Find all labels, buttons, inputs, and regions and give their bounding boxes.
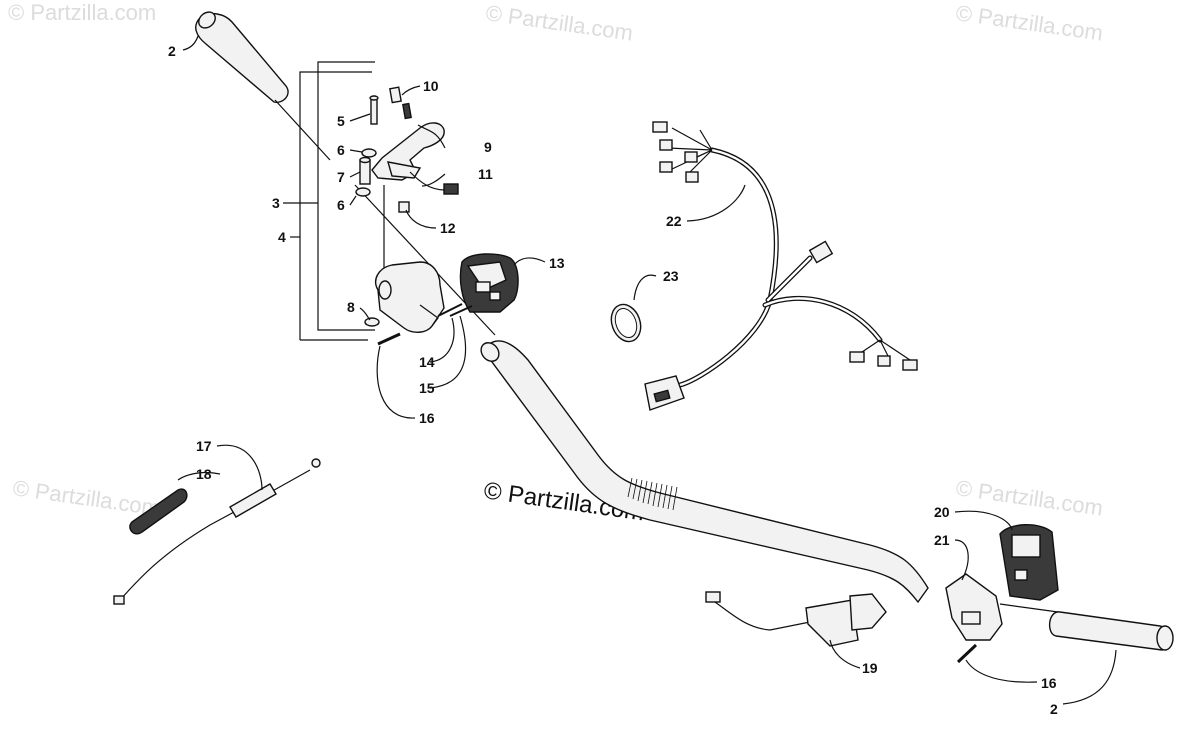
washer-upper xyxy=(361,148,377,158)
throttle-cable xyxy=(113,458,321,605)
retaining-ring xyxy=(610,303,642,343)
callout-6-upper: 6 xyxy=(337,142,345,158)
callout-6-lower: 6 xyxy=(337,197,345,213)
callout-4: 4 xyxy=(278,229,286,245)
callout-14: 14 xyxy=(419,354,435,370)
sensor-wire xyxy=(409,171,459,195)
callout-20: 20 xyxy=(934,504,950,520)
callout-16-left: 16 xyxy=(419,410,435,426)
throttle-housing xyxy=(374,261,445,333)
washer-lower xyxy=(355,187,371,197)
washer-8 xyxy=(364,317,380,327)
callout-19: 19 xyxy=(862,660,878,676)
right-assembly-axis xyxy=(999,603,1059,613)
callout-8: 8 xyxy=(347,299,355,315)
callout-17: 17 xyxy=(196,438,212,454)
throttle-lever xyxy=(371,122,445,181)
throttle-sensor xyxy=(389,86,412,120)
bushing-part xyxy=(359,156,371,185)
assembly-bracket xyxy=(283,61,375,341)
callout-12: 12 xyxy=(440,220,456,236)
callout-16-right: 16 xyxy=(1041,675,1057,691)
watermark-mid-right: © Partzilla.com xyxy=(954,475,1104,520)
callout-18: 18 xyxy=(196,466,212,482)
right-screw xyxy=(956,643,978,664)
wiring-harness xyxy=(644,121,918,411)
left-switch-housing xyxy=(459,253,519,313)
right-switch-housing xyxy=(999,524,1059,601)
callout-10: 10 xyxy=(423,78,439,94)
callout-13: 13 xyxy=(549,255,565,271)
left-grip xyxy=(195,11,331,161)
grip-heater xyxy=(705,591,887,647)
callout-9: 9 xyxy=(484,139,492,155)
housing-screws xyxy=(377,303,473,346)
watermark-top-left: © Partzilla.com xyxy=(8,0,156,25)
callout-2-right-grip: 2 xyxy=(1050,701,1058,717)
callout-22: 22 xyxy=(666,213,682,229)
leader-lines xyxy=(177,35,1117,705)
callout-11: 11 xyxy=(478,166,493,182)
wire-clip xyxy=(398,201,410,213)
callout-23: 23 xyxy=(663,268,679,284)
callout-3: 3 xyxy=(272,195,280,211)
callout-5: 5 xyxy=(337,113,345,129)
right-mount-housing xyxy=(945,573,1003,641)
watermark-mid-left: © Partzilla.com xyxy=(11,475,161,520)
pin-part xyxy=(369,95,379,125)
cable-sleeve xyxy=(129,488,188,535)
callout-21: 21 xyxy=(934,532,950,548)
watermark-top-center: © Partzilla.com xyxy=(484,0,634,45)
callout-15: 15 xyxy=(419,380,435,396)
right-grip xyxy=(1049,611,1174,651)
callout-7: 7 xyxy=(337,169,345,185)
watermark-top-right: © Partzilla.com xyxy=(954,0,1104,45)
callout-2-left-grip: 2 xyxy=(168,43,176,59)
callout-labels: 2 2 3 4 5 6 7 6 8 9 10 11 12 13 14 15 16… xyxy=(168,43,1058,717)
handlebar xyxy=(480,340,929,604)
